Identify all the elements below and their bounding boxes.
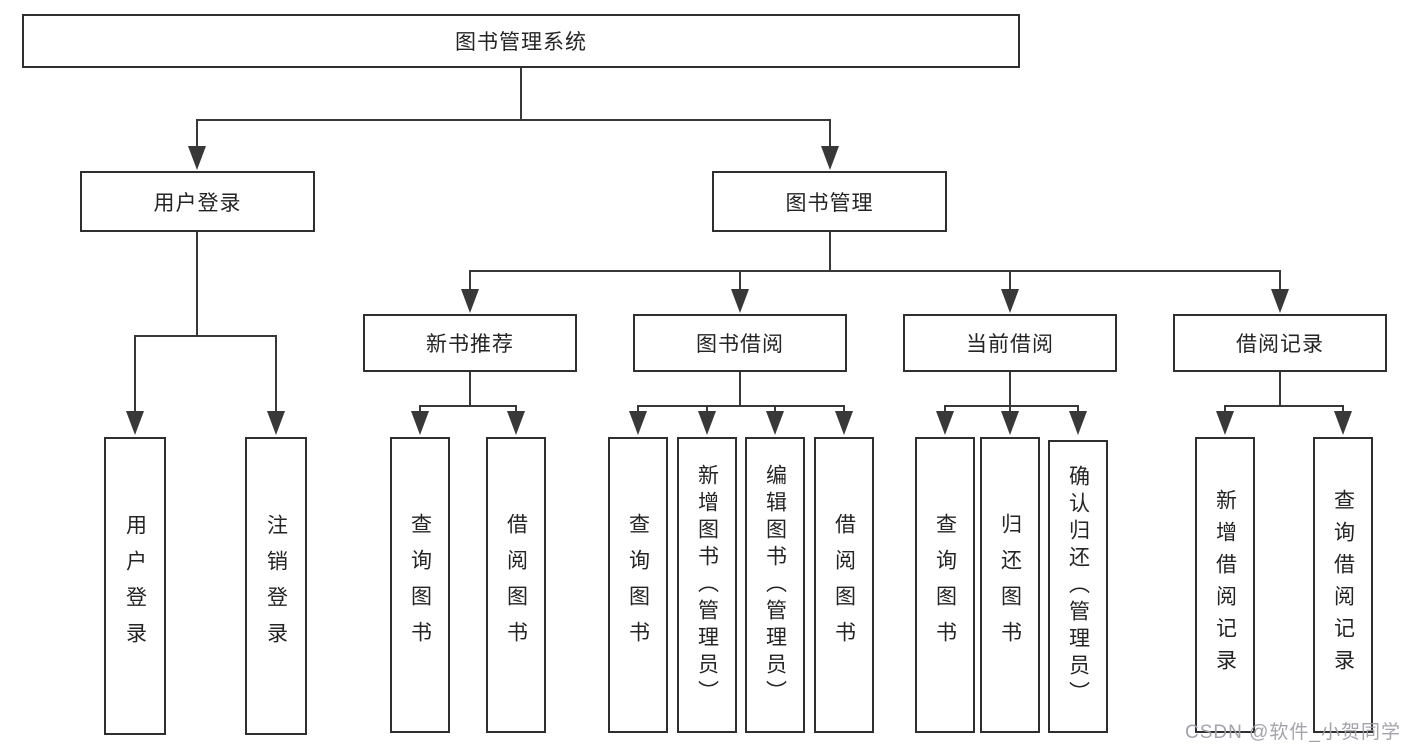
connector-to-user-login-leaf (134, 335, 136, 415)
csdn-watermark: CSDN @软件_小贺同学 (1185, 722, 1401, 743)
arrowhead-new-book-recommend (461, 289, 479, 313)
leaf-confirm-return-admin: 确认归还（管理员） (1048, 440, 1108, 733)
leaf-logout: 注销登录 (245, 437, 307, 735)
connector-root-stem (520, 68, 522, 120)
leaf-user-login: 用户登录 (104, 437, 166, 735)
node-book-borrowing: 图书借阅 (633, 314, 847, 372)
arrowhead-book-borrowing (731, 289, 749, 313)
leaf-borrow-book-recommend: 借阅图书 (486, 437, 546, 733)
leaf-add-book-admin-label: 新增图书（管理员） (695, 463, 719, 707)
node-borrowing-records-label: 借阅记录 (1236, 333, 1324, 356)
connector-borrowing-records-branch (1224, 405, 1344, 407)
arrowhead-user-login (188, 146, 206, 170)
connector-to-borrowing-records (1279, 270, 1281, 295)
connector-new-book-recommend-branch (419, 405, 517, 407)
leaf-logout-label: 注销登录 (264, 514, 288, 658)
node-new-book-recommend-label: 新书推荐 (426, 333, 514, 356)
arrowhead-add-borrowing-record (1216, 411, 1234, 435)
leaf-edit-book-admin: 编辑图书（管理员） (745, 437, 805, 733)
connector-new-book-recommend-stem (469, 372, 471, 407)
leaf-borrow-book-borrowing-label: 借阅图书 (832, 513, 856, 657)
leaf-return-book: 归还图书 (980, 437, 1040, 733)
arrowhead-user-login-leaf (126, 411, 144, 435)
connector-book-borrowing-branch (637, 405, 845, 407)
node-new-book-recommend: 新书推荐 (363, 314, 577, 372)
leaf-confirm-return-admin-label: 确认归还（管理员） (1066, 465, 1090, 708)
leaf-add-book-admin: 新增图书（管理员） (677, 437, 737, 733)
connector-root-to-user-login (196, 119, 198, 151)
arrowhead-edit-book-admin (766, 411, 784, 435)
connector-root-branch (196, 119, 831, 121)
connector-borrowing-records-stem (1279, 372, 1281, 407)
leaf-add-borrowing-record: 新增借阅记录 (1195, 437, 1255, 733)
connector-current-borrowing-branch (944, 405, 1079, 407)
leaf-query-book-current: 查询图书 (915, 437, 975, 733)
arrowhead-confirm-return-admin (1069, 411, 1087, 435)
arrowhead-borrowing-records (1271, 289, 1289, 313)
node-user-login: 用户登录 (80, 171, 315, 232)
connector-book-borrowing-stem (739, 372, 741, 407)
node-current-borrowing-label: 当前借阅 (966, 333, 1054, 356)
node-book-management-label: 图书管理 (785, 191, 874, 215)
leaf-user-login-label: 用户登录 (123, 514, 147, 658)
connector-to-logout-leaf (275, 335, 277, 415)
leaf-add-borrowing-record-label: 新增借阅记录 (1213, 489, 1237, 681)
connector-book-management-branch (469, 270, 1281, 272)
node-user-login-label: 用户登录 (153, 191, 242, 215)
arrowhead-book-management (821, 146, 839, 170)
leaf-query-book-recommend: 查询图书 (390, 437, 450, 733)
leaf-query-book-recommend-label: 查询图书 (408, 513, 432, 657)
leaf-borrow-book-borrowing: 借阅图书 (814, 437, 874, 733)
node-book-borrowing-label: 图书借阅 (696, 333, 784, 356)
leaf-query-book-borrowing-label: 查询图书 (626, 513, 650, 657)
connector-to-book-borrowing (739, 270, 741, 295)
arrowhead-return-book (1001, 411, 1019, 435)
node-borrowing-records: 借阅记录 (1173, 314, 1387, 372)
leaf-query-book-current-label: 查询图书 (933, 513, 957, 657)
connector-to-current-borrowing (1009, 270, 1011, 295)
node-current-borrowing: 当前借阅 (903, 314, 1117, 372)
arrowhead-borrow-book-borrowing (835, 411, 853, 435)
arrowhead-query-book-current (936, 411, 954, 435)
connector-to-new-book-recommend (469, 270, 471, 295)
node-root-label: 图书管理系统 (455, 31, 587, 54)
connector-current-borrowing-stem (1009, 372, 1011, 407)
leaf-query-book-borrowing: 查询图书 (608, 437, 668, 733)
leaf-query-borrowing-record-label: 查询借阅记录 (1331, 489, 1355, 681)
arrowhead-current-borrowing (1001, 289, 1019, 313)
leaf-return-book-label: 归还图书 (998, 513, 1022, 657)
arrowhead-borrow-book-recommend (507, 411, 525, 435)
node-root-library-management-system: 图书管理系统 (22, 14, 1020, 68)
arrowhead-query-book-borrowing (629, 411, 647, 435)
arrowhead-add-book-admin (698, 411, 716, 435)
arrowhead-query-book-recommend (411, 411, 429, 435)
leaf-edit-book-admin-label: 编辑图书（管理员） (763, 463, 787, 707)
leaf-borrow-book-recommend-label: 借阅图书 (504, 513, 528, 657)
connector-root-to-book-management (829, 119, 831, 151)
connector-book-management-stem (829, 232, 831, 271)
arrowhead-logout-leaf (267, 411, 285, 435)
connector-user-login-stem (196, 232, 198, 337)
arrowhead-query-borrowing-record (1334, 411, 1352, 435)
node-book-management: 图书管理 (712, 171, 947, 232)
leaf-query-borrowing-record: 查询借阅记录 (1313, 437, 1373, 733)
connector-user-login-branch (134, 335, 277, 337)
